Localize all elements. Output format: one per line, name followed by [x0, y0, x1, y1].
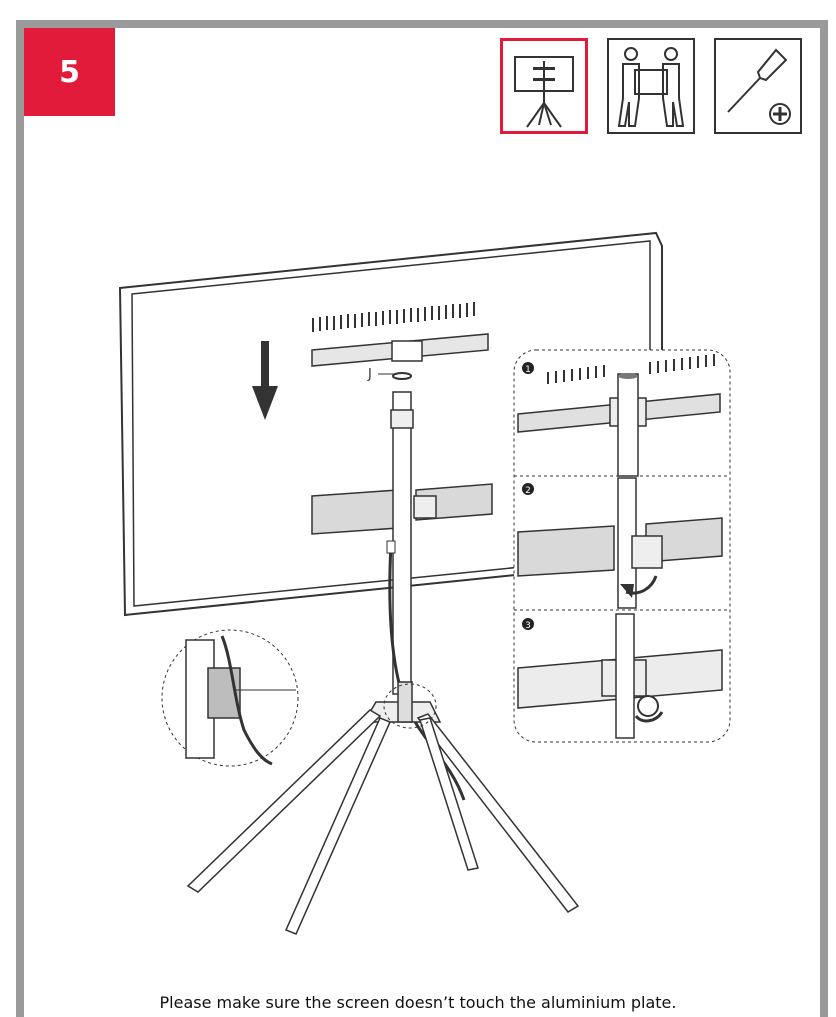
- tripod-legs: [186, 681, 580, 935]
- down-arrow-icon: [252, 341, 278, 420]
- top-bracket: [311, 333, 489, 367]
- phillips-screwdriver-icon: [714, 38, 802, 134]
- part-label-j: J: [367, 367, 372, 382]
- detail-panel: 1 2 3: [513, 349, 731, 743]
- instruction-caption: Please make sure the screen doesn’t touc…: [159, 993, 677, 1012]
- tv-on-stand-icon: [500, 38, 588, 134]
- middle-bracket: [311, 483, 493, 535]
- detail-3-number: 3: [525, 621, 531, 631]
- step-number-badge: 5: [24, 28, 115, 116]
- two-person-lift-icon: [607, 38, 695, 134]
- ring-part-j: [392, 372, 412, 380]
- page-frame: [16, 20, 828, 1017]
- cable-clip-detail: [161, 629, 299, 767]
- detail-2-number: 2: [525, 486, 531, 496]
- vent-slots: [312, 302, 475, 332]
- detail-1-number: 1: [525, 365, 531, 375]
